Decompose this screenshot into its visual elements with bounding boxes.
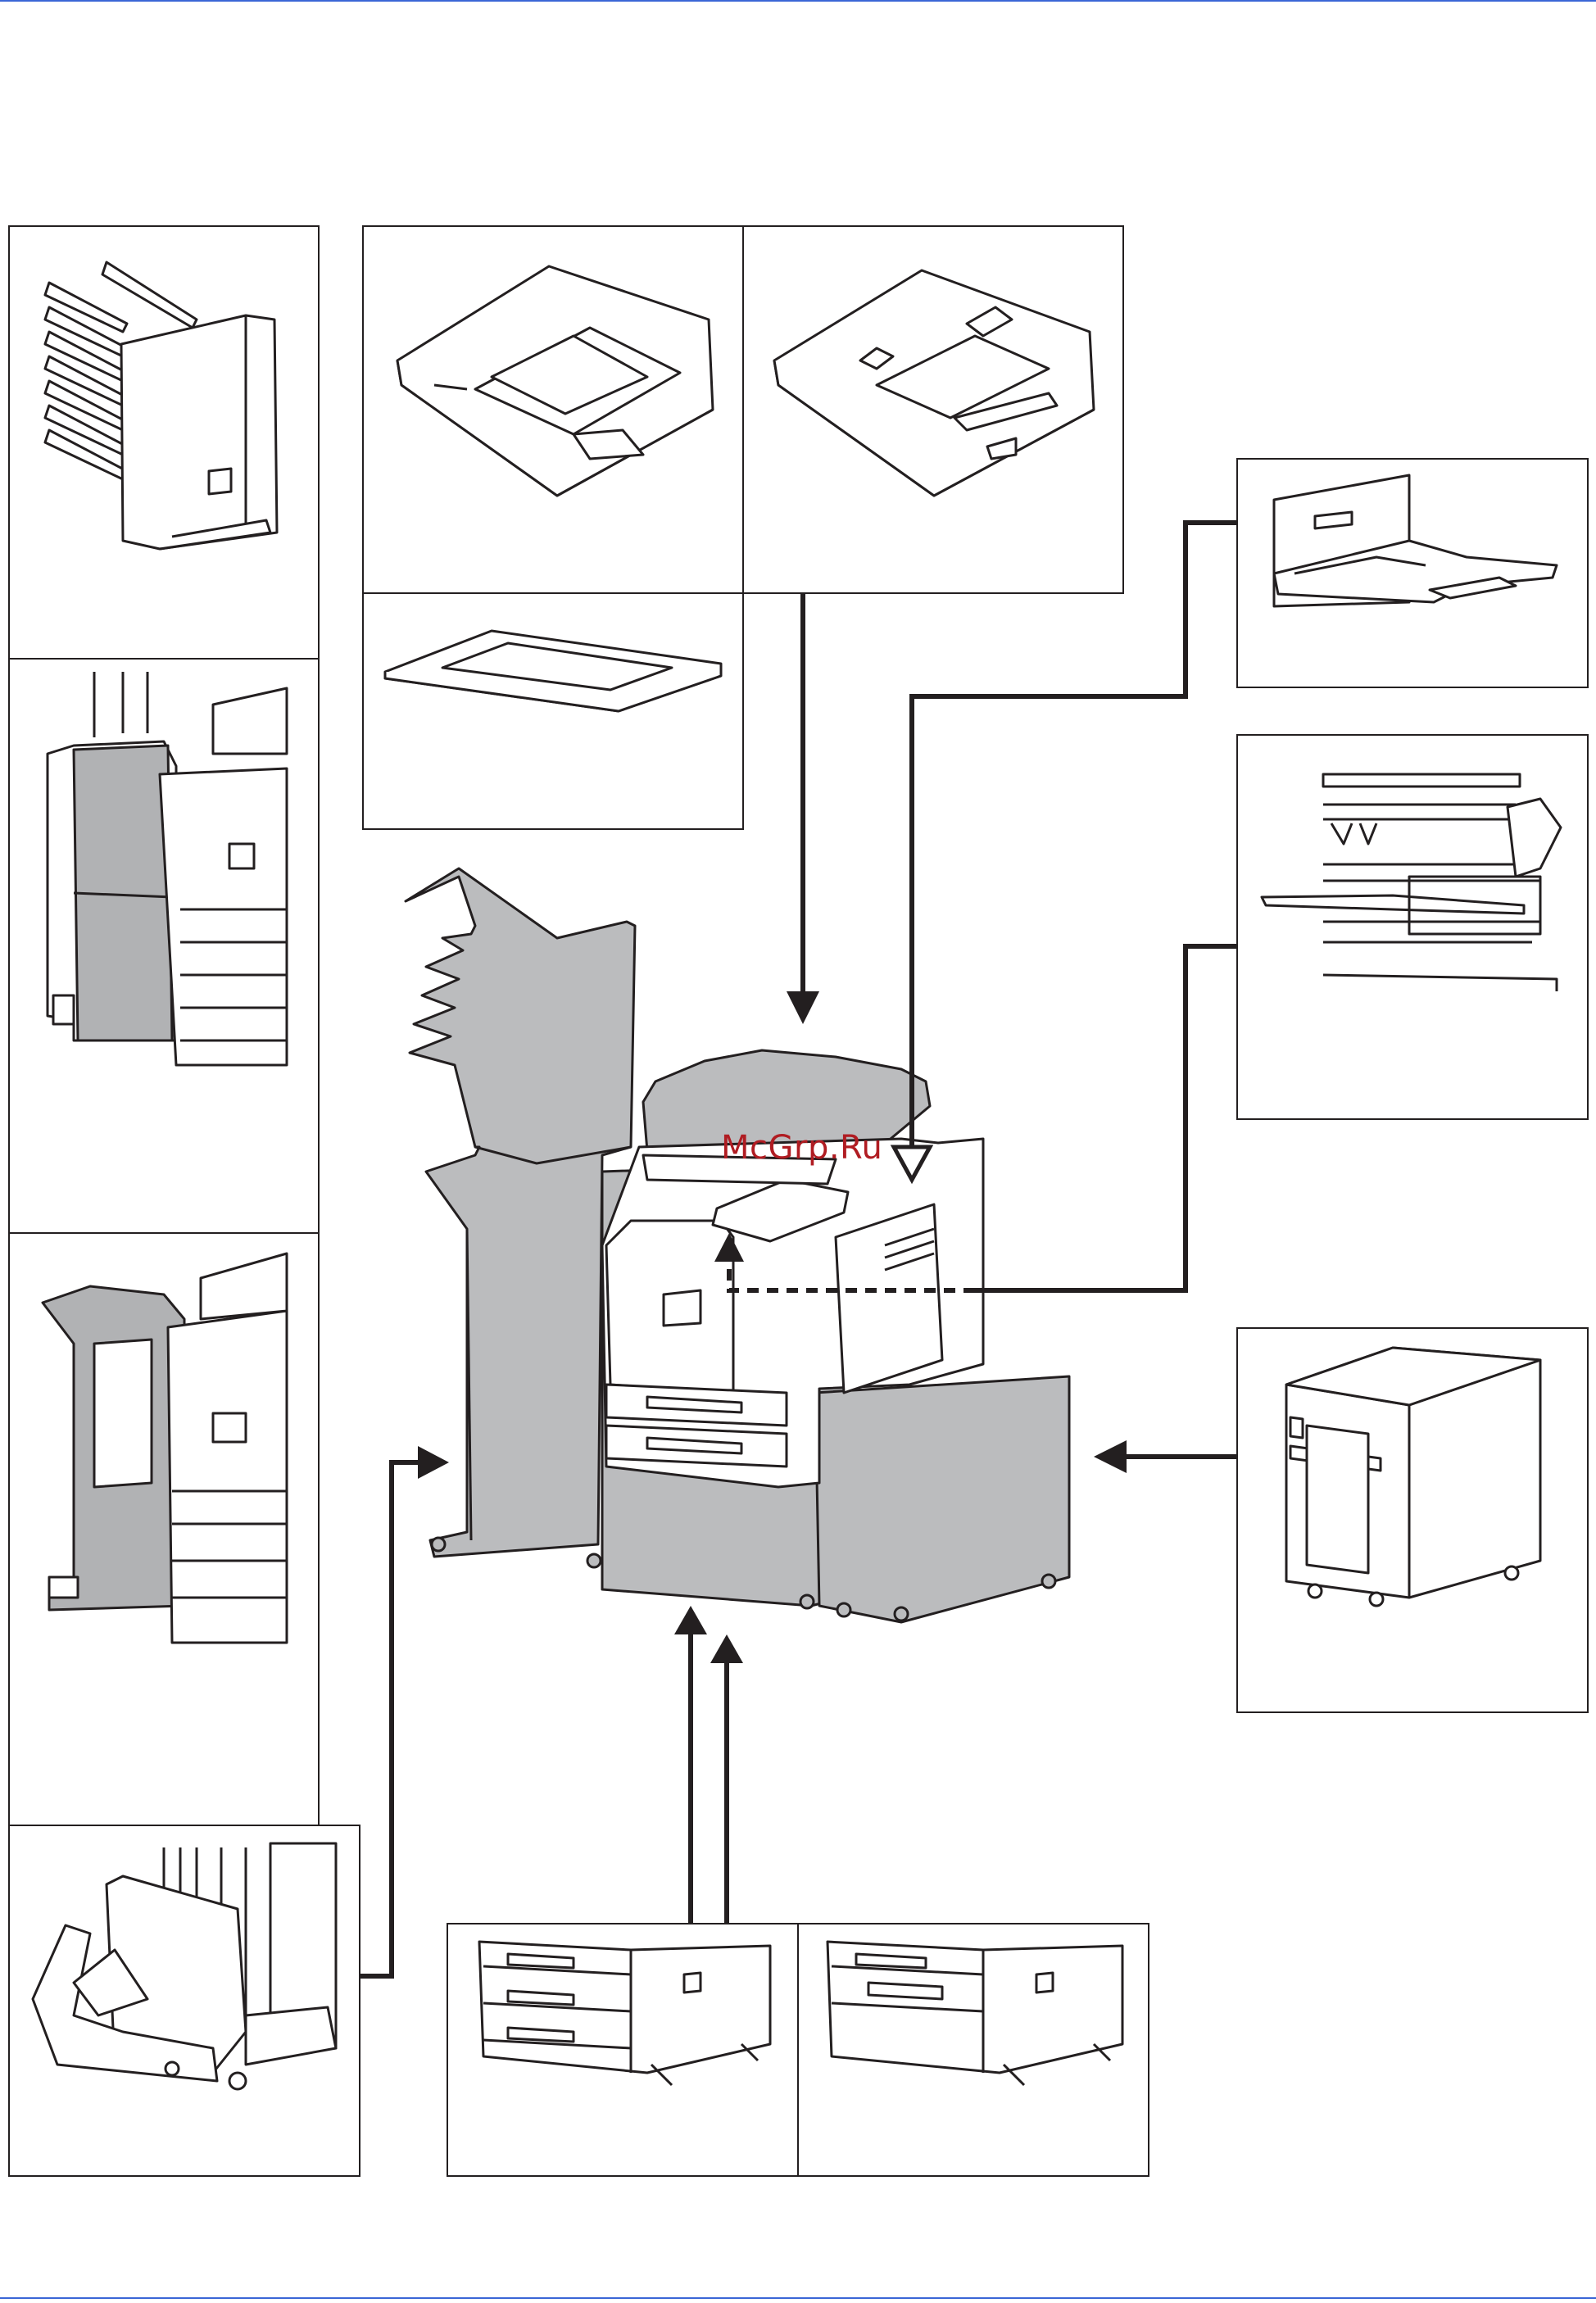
side-feeder-cabinet-icon — [1286, 1348, 1540, 1606]
arrow-job-separator-to-machine — [975, 946, 1236, 1290]
arrowhead-dp — [787, 991, 819, 1024]
document-finisher-icon — [48, 672, 287, 1065]
mailbox-sort-tray-icon — [45, 262, 277, 549]
arrowhead-side-feeder — [1094, 1440, 1127, 1473]
document-finisher-compact-icon — [43, 1254, 287, 1643]
job-separator-icon — [1262, 774, 1561, 991]
paper-feeder-three-drawer-icon — [479, 1942, 770, 2085]
paper-feeder-large-capacity-icon — [827, 1942, 1122, 2085]
arrowhead-punch-unit — [418, 1446, 449, 1479]
main-machine-assembly — [406, 868, 1069, 1622]
original-cover-icon — [385, 631, 721, 711]
watermark: McGrp.Ru — [721, 1129, 882, 1167]
multipurpose-bulk-feeder-icon — [1274, 475, 1557, 606]
arrow-punch-unit-to-finisher — [360, 1462, 426, 1976]
punch-unit-icon — [33, 1843, 336, 2089]
dual-scan-document-processor-icon — [774, 270, 1094, 496]
reversing-document-processor-icon — [397, 266, 713, 496]
arrowhead-paper-feeder-2 — [710, 1634, 743, 1663]
arrowhead-paper-feeder-3 — [674, 1606, 707, 1634]
